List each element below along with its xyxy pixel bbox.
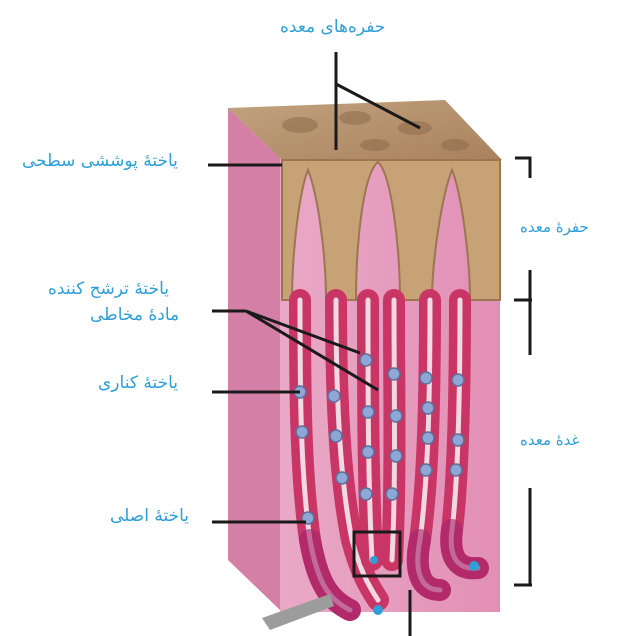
label-mucus-cell-line2: مادهٔ مخاطی [90, 306, 179, 326]
label-mucus-cell-line1: یاختهٔ ترشح کننده [48, 280, 169, 300]
label-parietal-cell: یاختهٔ کناری [98, 374, 178, 394]
label-gastric-pits: حفره‌های معده [280, 18, 385, 38]
label-gastric-gland-bracket: غدهٔ معده [520, 432, 579, 449]
label-gastric-pit-bracket: حفرهٔ معده [520, 219, 589, 236]
tissue-side-face [228, 108, 280, 610]
label-chief-cell: یاختهٔ اصلی [110, 507, 189, 527]
label-surface-mucous-cell: یاختهٔ پوششی سطحی [22, 152, 178, 172]
